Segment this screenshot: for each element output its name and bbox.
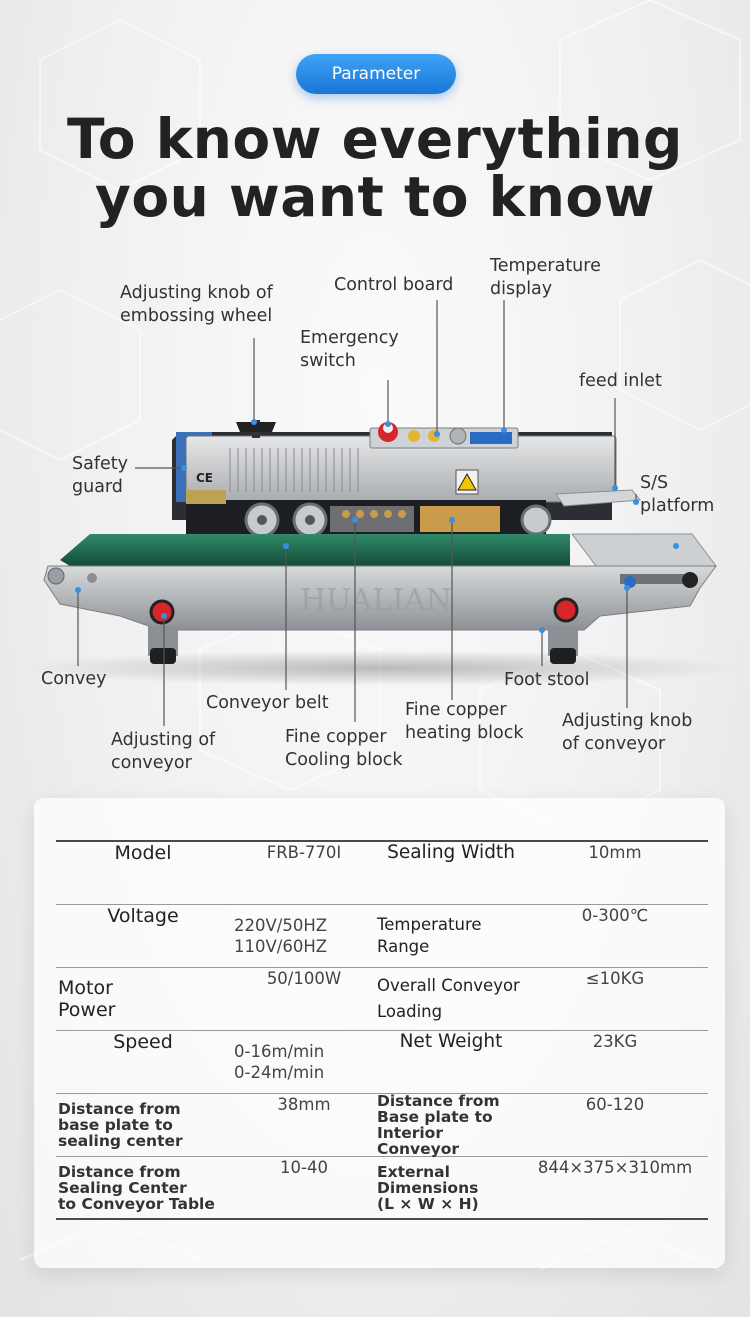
label-convey: Convey [41, 669, 107, 689]
spec-value: 50/100W [266, 969, 342, 988]
label-control-board: Control board [334, 275, 454, 295]
label-fine-copper-heating: Fine copper heating block [405, 700, 524, 743]
spec-card [34, 798, 725, 1268]
headline-line-1: To know everything [67, 107, 683, 171]
spec-key: Model [114, 842, 172, 864]
headline-line-2: you want to know [94, 165, 655, 229]
label-adjusting-knob-conveyor: Adjusting knob of conveyor [562, 711, 693, 754]
spec-value: ≤10KG [585, 969, 645, 988]
spec-value: 844×375×310mm [537, 1158, 693, 1177]
spec-value: 38mm [277, 1095, 331, 1114]
table-row: Model FRB-770I Sealing Width 10mm [56, 842, 708, 905]
spec-key: Sealing Width [387, 842, 515, 863]
label-ss-platform: S/S platform [640, 473, 715, 516]
label-adjusting-knob-embossing: Adjusting knob of embossing wheel [120, 283, 273, 326]
spec-table: Model FRB-770I Sealing Width 10mm Voltag… [56, 840, 708, 1220]
machine-brand-emboss: HUALIAN [300, 583, 452, 618]
parameter-badge: Parameter [296, 54, 456, 94]
label-conveyor-belt: Conveyor belt [206, 693, 329, 713]
page-headline: To know everything you want to know [0, 110, 750, 226]
spec-value: 10-40 [280, 1158, 328, 1177]
spec-key: Speed [113, 1031, 173, 1053]
label-temperature-display: Temperature display [490, 256, 601, 299]
spec-value: 23KG [592, 1032, 638, 1051]
label-foot-stool: Foot stool [504, 670, 590, 690]
spec-value: 0-300℃ [581, 906, 649, 925]
spec-key: Net Weight [399, 1031, 503, 1052]
spec-value: FRB-770I [266, 843, 342, 862]
label-fine-copper-cooling: Fine copper Cooling block [285, 727, 403, 770]
label-feed-inlet: feed inlet [579, 371, 662, 391]
label-safety-guard: Safety guard [72, 454, 128, 497]
band-sealer-machine: CE HUALIAN [20, 300, 740, 726]
spec-key: Voltage [107, 905, 179, 927]
spec-value: 10mm [588, 843, 642, 862]
label-adjusting-of-conveyor: Adjusting of conveyor [111, 730, 216, 773]
spec-value: 60-120 [585, 1095, 645, 1114]
label-emergency-switch: Emergency switch [300, 328, 399, 371]
svg-text:CE: CE [196, 471, 213, 485]
